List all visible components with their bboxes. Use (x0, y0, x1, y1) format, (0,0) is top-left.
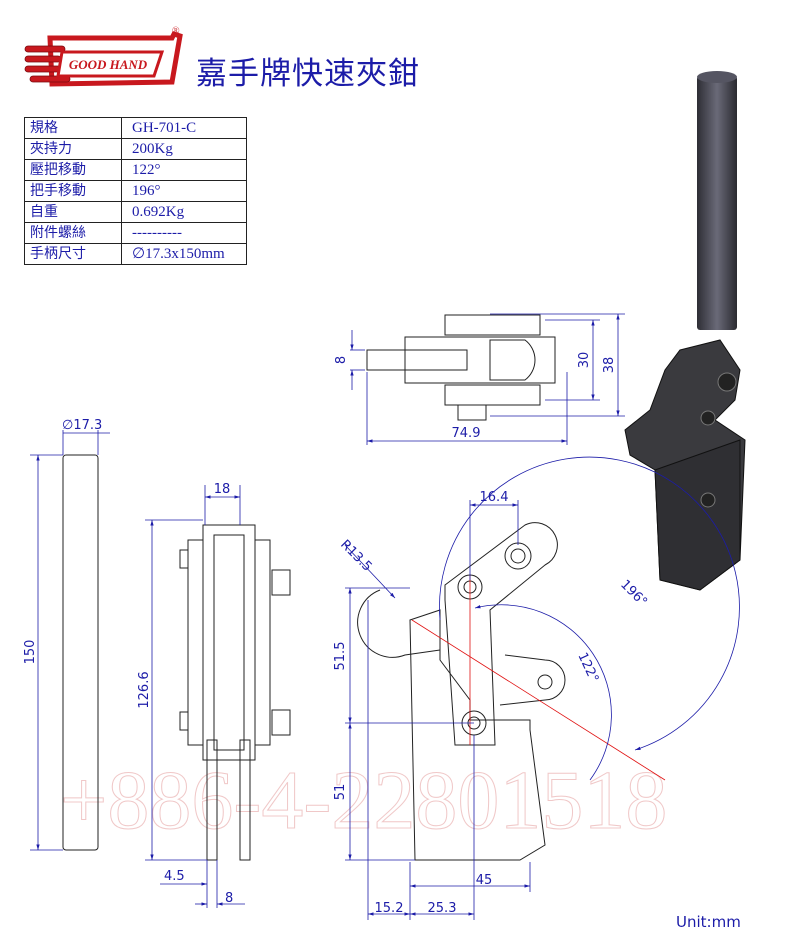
spec-label: 壓把移動 (24, 159, 122, 181)
page-title: 嘉手牌快速夾鉗 (196, 56, 420, 92)
dim-side-radius: R13.5 (337, 537, 374, 574)
unit-label: Unit:mm (676, 913, 741, 931)
dim-side-pivot: 16.4 (480, 490, 509, 505)
dim-handle-length: 150 (23, 640, 38, 665)
dim-side-base: 45 (476, 873, 493, 888)
spec-value: 196° (121, 180, 247, 202)
dim-front-height: 126.6 (137, 671, 152, 708)
dim-front-width: 18 (214, 482, 231, 497)
top-view (350, 313, 625, 445)
registered-mark: ® (172, 26, 180, 37)
dim-side-offset: 15.2 (375, 901, 404, 916)
dim-front-offset: 4.5 (164, 869, 185, 884)
dim-top-length: 74.9 (452, 426, 481, 441)
dim-side-upper: 51.5 (333, 642, 348, 671)
table-row: 手柄尺寸∅17.3x150mm (24, 243, 247, 265)
watermark-phone: +886-4-22801518 (60, 754, 667, 847)
handle-view (30, 430, 110, 851)
dim-handle-diameter: ∅17.3 (62, 418, 102, 433)
dim-side-lower: 51 (333, 784, 348, 801)
dim-top-width: 8 (334, 356, 349, 364)
spec-label: 把手移動 (24, 180, 122, 202)
dim-side-gap: 25.3 (428, 901, 457, 916)
dim-top-inner: 30 (577, 352, 592, 369)
good-hand-logo: GOOD HAND ® (24, 26, 183, 87)
spec-value: ∅17.3x150mm (121, 243, 247, 265)
logo-text: GOOD HAND (69, 57, 148, 72)
spec-value: 0.692Kg (121, 201, 247, 223)
dim-angle-handle: 196° (617, 577, 650, 610)
dim-top-outer: 38 (602, 357, 617, 374)
side-view (344, 456, 740, 920)
spec-label: 手柄尺寸 (24, 243, 122, 265)
clamp-3d-render (624, 71, 746, 591)
dim-angle-clamp: 122° (574, 650, 601, 685)
front-view (145, 485, 291, 908)
dim-front-thickness: 8 (225, 891, 233, 906)
spec-label: 附件螺絲 (24, 222, 122, 244)
spec-value: GH-701-C (121, 117, 247, 139)
